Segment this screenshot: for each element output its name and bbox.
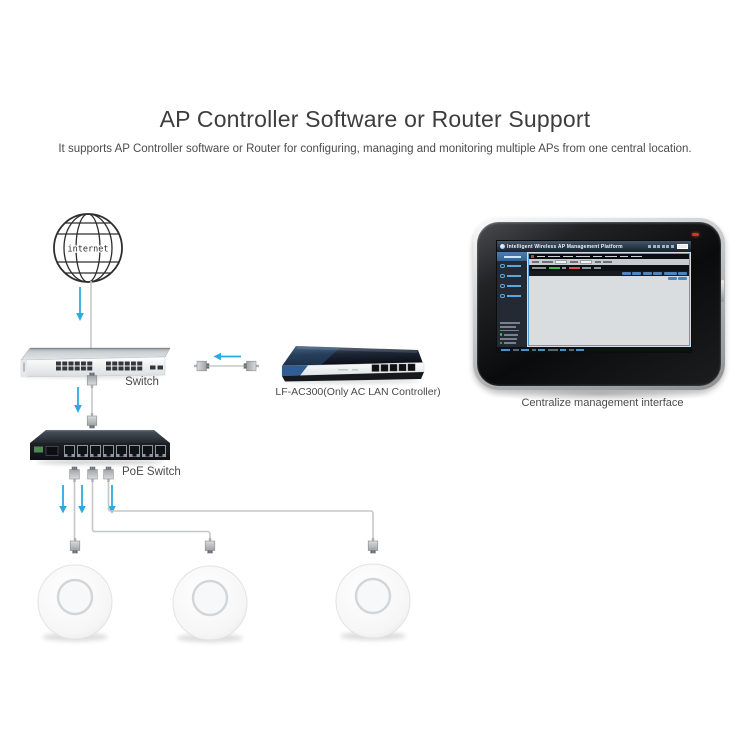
rj45-connector-icon: [204, 537, 216, 554]
app-logo-icon: [500, 244, 505, 249]
status-green-dot: [500, 333, 503, 336]
screen-content: [528, 253, 690, 346]
page-title: AP Controller Software or Router Support: [159, 106, 591, 132]
menu-icon: [500, 293, 505, 299]
left-arrow-icon: [213, 352, 241, 361]
controller-port-bank: [371, 363, 416, 372]
action-button[interactable]: [621, 271, 631, 276]
cable-poe-ap3: [107, 482, 374, 538]
online-status-text: [548, 267, 560, 269]
sidebar-item[interactable]: [497, 261, 527, 271]
poe-switch-device: [30, 430, 170, 465]
action-button[interactable]: [632, 271, 641, 276]
table-header-row: [529, 254, 689, 259]
poe-label-sticker: [34, 446, 43, 453]
table-toolbar-row: [529, 259, 689, 265]
controller-device: [281, 346, 425, 384]
action-button-row: [529, 276, 689, 281]
tablet-screen: Intelligent Wireless AP Management Platf…: [497, 241, 691, 352]
action-button[interactable]: [678, 271, 687, 276]
alert-icon: [531, 255, 534, 258]
rj45-connector-icon: [103, 466, 114, 483]
tablet: Intelligent Wireless AP Management Platf…: [473, 218, 725, 390]
screen-header: Intelligent Wireless AP Management Platf…: [497, 241, 691, 252]
switch-label: Switch: [125, 376, 159, 388]
page-subtitle: It supports AP Controller software or Ro…: [58, 143, 692, 155]
cable-poe-ap2: [91, 482, 211, 538]
down-arrow-icon: [108, 485, 116, 514]
offline-status-text: [568, 267, 580, 269]
action-button-row: [529, 271, 689, 276]
down-arrow-icon: [76, 287, 84, 321]
access-point-3: [335, 563, 411, 641]
rj45-connector-icon: [243, 360, 260, 372]
switch-port-bank: [106, 361, 144, 372]
menu-icon: [500, 273, 505, 279]
action-button[interactable]: [667, 276, 677, 281]
content-empty-area: [529, 281, 689, 345]
tablet-shadow: [484, 386, 716, 402]
rj45-connector-icon: [367, 537, 379, 554]
action-button[interactable]: [653, 271, 662, 276]
action-button[interactable]: [642, 271, 652, 276]
sidebar-item-active[interactable]: [497, 252, 527, 261]
screen-main: [497, 252, 691, 347]
action-button[interactable]: [678, 276, 687, 281]
status-green-dot: [500, 341, 503, 344]
rj45-connector-icon: [69, 466, 80, 483]
filter-input[interactable]: [555, 260, 567, 264]
down-arrow-icon: [78, 485, 86, 514]
sidebar-item[interactable]: [497, 281, 527, 291]
screen-sidebar: [497, 252, 527, 347]
rj45-connector-icon: [86, 412, 98, 429]
poe-port-bank: [64, 445, 168, 459]
internet-label: internet: [68, 245, 109, 255]
sidebar-status-block: [497, 322, 527, 347]
rj45-connector-icon: [69, 537, 81, 554]
screen-title: Intelligent Wireless AP Management Platf…: [507, 243, 623, 250]
tablet-side-button[interactable]: [721, 280, 724, 302]
controller-label: LF-AC300(Only AC LAN Controller): [275, 386, 441, 398]
sidebar-item[interactable]: [497, 271, 527, 281]
poe-switch-label: PoE Switch: [122, 466, 181, 478]
table-data-row[interactable]: [529, 265, 689, 271]
header-search-box[interactable]: [677, 244, 688, 249]
header-nav[interactable]: [648, 244, 688, 249]
down-arrow-icon: [74, 387, 82, 413]
access-point-2: [172, 565, 248, 643]
power-inlet: [45, 446, 59, 456]
switch-device: [20, 347, 171, 379]
sidebar-item[interactable]: [497, 291, 527, 301]
screen-footer: [497, 347, 691, 352]
switch-port-bank: [56, 361, 94, 372]
power-led: [692, 233, 699, 236]
menu-icon: [500, 283, 505, 289]
tablet-caption: Centralize management interface: [521, 397, 684, 409]
action-button[interactable]: [663, 271, 677, 276]
filter-input[interactable]: [580, 260, 592, 264]
down-arrow-icon: [59, 485, 67, 514]
rj45-connector-icon: [193, 360, 210, 372]
rj45-connector-icon: [87, 466, 98, 483]
internet-globe-icon: internet: [53, 213, 123, 283]
access-point-1: [37, 564, 113, 642]
menu-icon: [500, 263, 505, 269]
ethernet-cable: [193, 360, 260, 372]
